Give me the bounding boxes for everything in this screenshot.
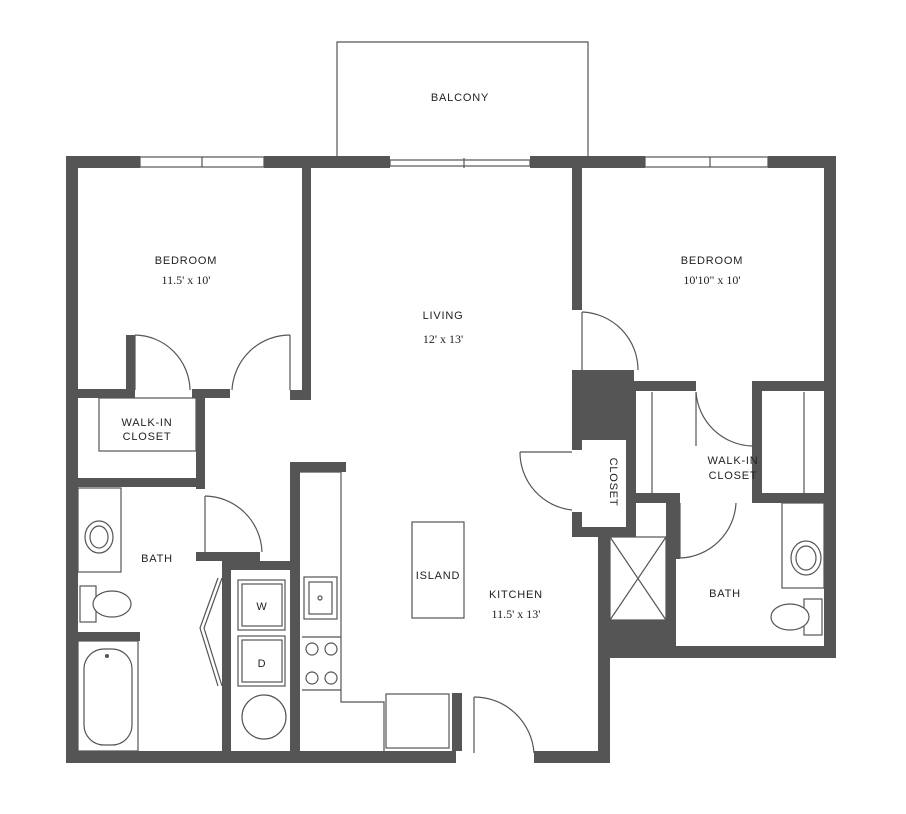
walkin-left-label-line1: WALK-IN: [121, 417, 172, 429]
bedroom-left-label: BEDROOM: [155, 255, 217, 267]
bath-right-label: BATH: [709, 588, 741, 600]
washer-label: W: [256, 601, 267, 613]
left-bath-fixtures: [77, 487, 139, 752]
room-labels: BALCONY BEDROOM 11.5' x 10' BEDROOM 10'1…: [121, 92, 758, 670]
door-swings: [134, 311, 753, 754]
walkin-right-label-line2: CLOSET: [709, 470, 758, 482]
bath-left-label: BATH: [141, 553, 173, 565]
island-label: ISLAND: [416, 570, 461, 582]
dryer-label: D: [258, 658, 267, 670]
walkin-left-label-line2: CLOSET: [123, 431, 172, 443]
living-dims: 12' x 13': [423, 332, 463, 346]
right-bath-fixtures: [609, 502, 825, 636]
closet-details: [98, 392, 805, 493]
balcony: [336, 41, 589, 158]
interior-walls: [78, 168, 836, 753]
walkin-right-label-line1: WALK-IN: [707, 455, 758, 467]
exterior-walls: [66, 156, 836, 763]
bedroom-right-label: BEDROOM: [681, 255, 743, 267]
kitchen-label: KITCHEN: [489, 589, 543, 601]
balcony-label: BALCONY: [431, 92, 489, 104]
closet-label: CLOSET: [607, 458, 619, 507]
bedroom-right-dims: 10'10" x 10': [683, 273, 740, 287]
kitchen-fixtures: [300, 471, 465, 751]
windows: [139, 156, 769, 168]
laundry: [237, 579, 287, 740]
bedroom-left-dims: 11.5' x 10': [162, 273, 211, 287]
living-label: LIVING: [423, 310, 464, 322]
kitchen-dims: 11.5' x 13': [492, 607, 541, 621]
